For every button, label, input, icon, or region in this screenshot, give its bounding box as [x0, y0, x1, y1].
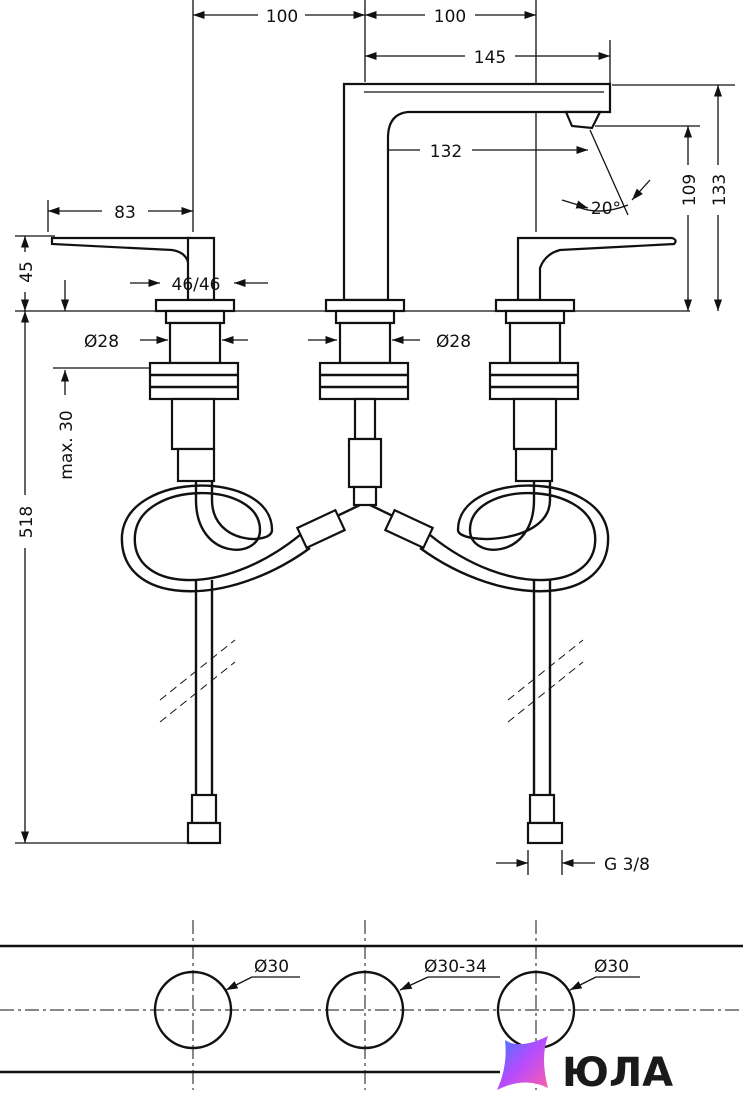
- dim-spout-inner-reach: 132: [430, 142, 462, 162]
- dim-spout-base-diameter: Ø28: [436, 332, 471, 352]
- right-hose-loop: [419, 481, 610, 800]
- dim-handle-height: 45: [17, 261, 37, 283]
- yula-logo: ЮЛА: [497, 1036, 673, 1096]
- right-handle: [494, 236, 677, 313]
- right-cutout-label: Ø30: [594, 957, 629, 977]
- center-cutout-circle: [325, 970, 405, 1050]
- left-valve-body: [148, 309, 240, 483]
- right-valve-body: [488, 309, 580, 483]
- left-hose-loop: [120, 481, 311, 800]
- left-cutout-label: Ø30: [254, 957, 289, 977]
- dim-spout-angle: 20°: [591, 199, 621, 219]
- deck-plan-view: Ø30 Ø30-34 Ø30: [0, 920, 743, 1090]
- center-cutout-label: Ø30-34: [424, 957, 487, 977]
- left-fitting: [186, 793, 222, 845]
- dim-total-height: 133: [710, 174, 730, 206]
- dim-max-deck-thickness: max. 30: [57, 410, 77, 479]
- dim-top-right: 100: [434, 7, 466, 27]
- dim-spout-reach: 145: [474, 48, 506, 68]
- dim-outlet-height: 109: [680, 174, 700, 206]
- dim-top-left: 100: [266, 7, 298, 27]
- yula-logo-text: ЮЛА: [562, 1050, 673, 1096]
- left-handle: [50, 236, 236, 313]
- spout: [324, 82, 612, 313]
- dim-connection-thread: G 3/8: [604, 855, 650, 875]
- dimension-labels: 100 100 145 132 20° 83 46/46 Ø28 Ø28 G 3…: [17, 7, 730, 875]
- dim-hose-length: 518: [17, 506, 37, 538]
- center-spout-body: [318, 309, 410, 507]
- dim-handle-width: 46/46: [172, 275, 221, 295]
- break-marks: [159, 639, 584, 723]
- left-cutout-circle: [153, 970, 233, 1050]
- dim-handle-base-diameter: Ø28: [84, 332, 119, 352]
- yula-logo-star-icon: [497, 1036, 548, 1090]
- dim-handle-length: 83: [114, 203, 136, 223]
- dimension-lines: [20, 10, 723, 868]
- center-y-connector: [295, 503, 435, 550]
- right-fitting: [526, 793, 564, 845]
